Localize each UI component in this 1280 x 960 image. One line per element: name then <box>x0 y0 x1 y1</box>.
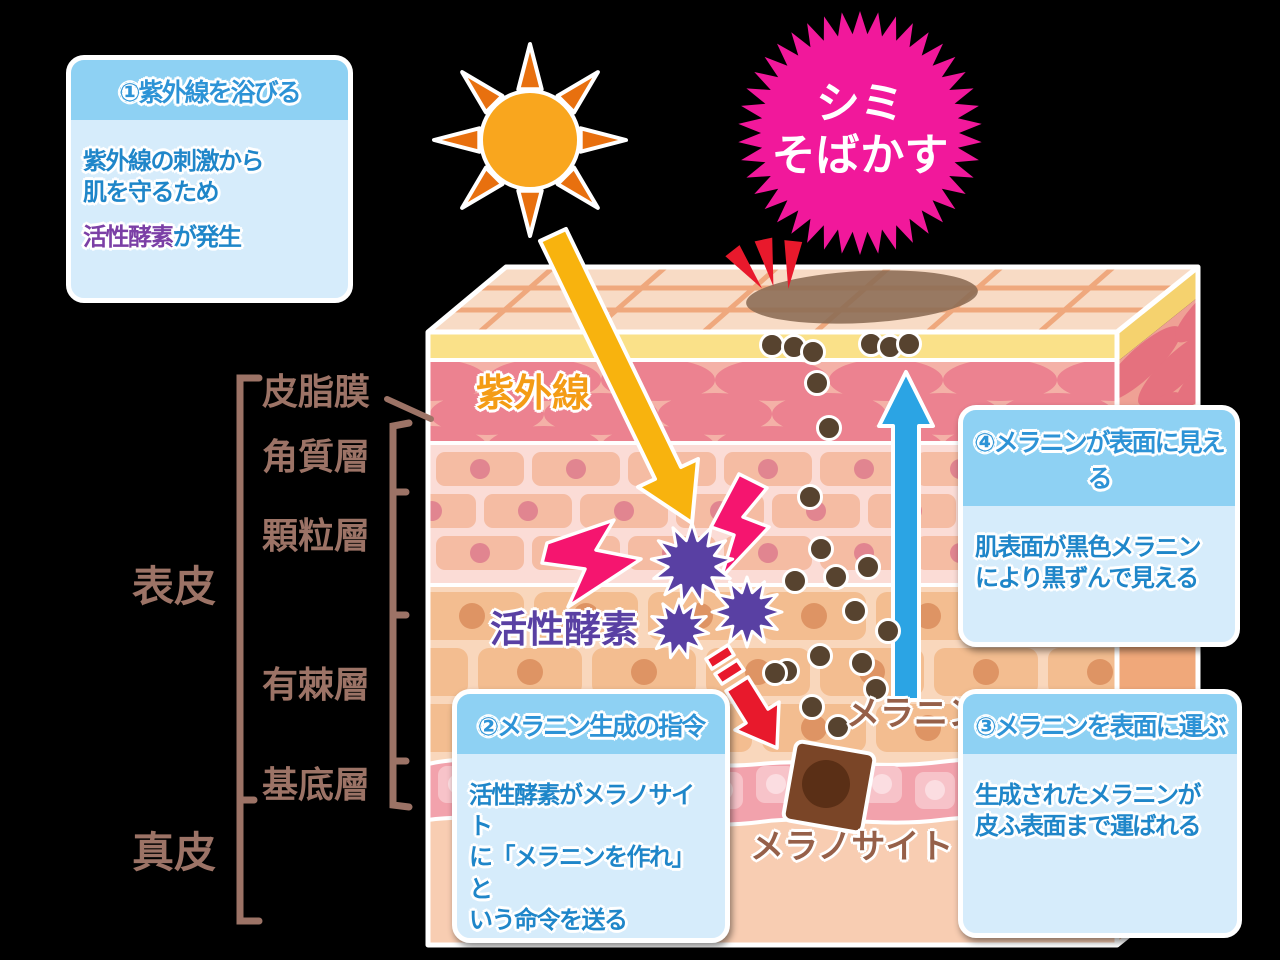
layer-label-spinous: 有棘層 <box>262 664 371 705</box>
lightning-bolt-icon <box>540 518 643 609</box>
step1-text2: 活性酵素が発生 <box>83 222 338 253</box>
step3-title: ③メラニンを表面に運ぶ <box>963 694 1237 754</box>
sun-ray <box>516 188 544 238</box>
melanin-dot <box>804 370 830 396</box>
melanocyte-label: メラノサイト <box>750 828 954 866</box>
layer-label-epidermis: 表皮 <box>132 563 217 610</box>
melanin-dot <box>842 598 868 624</box>
melanocyte-cell <box>781 739 877 835</box>
sun-ray <box>578 126 628 154</box>
step2-line1: 活性酵素がメラノサイト <box>469 782 695 841</box>
melanin-dot <box>808 536 834 562</box>
step1-text: 紫外線の刺激から 肌を守るため <box>83 146 338 208</box>
shimi-sobakasu-badge <box>738 11 982 255</box>
layer-brackets <box>236 374 434 925</box>
lightning-bolt-icon <box>709 472 771 580</box>
step2-line2: に「メラニンを作れ」と <box>469 844 696 903</box>
melanin-dot <box>762 660 788 686</box>
sebum-film-pointer <box>384 396 434 422</box>
step4-box: ④メラニンが表面に見える 肌表面が黒色メラニン により黒ずんで見える <box>958 405 1240 647</box>
melanin-dot <box>825 714 851 740</box>
lightning-bolt-icons <box>540 472 771 609</box>
melanin-transport-arrow <box>877 370 935 702</box>
step1-highlight: 活性酵素 <box>83 224 175 252</box>
melanin-dot <box>875 618 901 644</box>
badge-starburst-shape <box>738 11 982 255</box>
melanin-dot <box>849 650 875 676</box>
melanin-dot <box>855 554 881 580</box>
uv-ray-arrow <box>538 227 700 525</box>
melanin-dot <box>759 332 785 358</box>
melanin-dot <box>800 339 826 365</box>
melanin-dot <box>799 694 825 720</box>
alert-marks <box>725 237 803 289</box>
step3-text: 生成されたメラニンが 皮ふ表面まで運ばれる <box>975 780 1227 842</box>
sun-icon <box>432 42 628 238</box>
layer-label-granular: 顆粒層 <box>262 515 371 556</box>
step4-line2: により黒ずんで見える <box>975 565 1199 593</box>
badge-text: シミ そばかす <box>740 78 980 182</box>
melanin-dot <box>807 643 833 669</box>
layer-label-dermis: 真皮 <box>132 829 217 876</box>
melanin-dot <box>816 415 842 441</box>
melanin-dot <box>863 676 889 702</box>
melanin-dot <box>797 484 823 510</box>
layer-label-stratum-corneum: 角質層 <box>262 436 371 477</box>
sun-ray <box>516 42 544 92</box>
active-enzyme-burst-icon <box>647 597 711 660</box>
alert-mark-icon <box>784 240 803 289</box>
step2-box: ②メラニン生成の指令 活性酵素がメラノサイト に「メラニンを作れ」と いう命令を… <box>452 689 730 943</box>
melanin-dot <box>896 331 922 357</box>
step1-line2: 肌を守るため <box>83 179 220 207</box>
melanin-dot <box>782 568 808 594</box>
step1-line1: 紫外線の刺激から <box>83 148 265 175</box>
step2-body: 活性酵素がメラノサイト に「メラニンを作れ」と いう命令を送る <box>457 754 725 938</box>
active-enzyme-burst-icon <box>710 575 784 649</box>
active-enzyme-label: 活性酵素 <box>490 609 638 650</box>
step3-body: 生成されたメラニンが 皮ふ表面まで運ばれる <box>963 754 1237 852</box>
step2-line3: いう命令を送る <box>469 906 628 934</box>
step1-box: ①紫外線を浴びる 紫外線の刺激から 肌を守るため 活性酵素が発生 <box>66 55 353 303</box>
step1-title: ①紫外線を浴びる <box>71 60 348 120</box>
layer-label-basal: 基底層 <box>262 764 371 805</box>
melanin-dots <box>759 331 922 770</box>
melanin-dot <box>823 564 849 590</box>
step4-text: 肌表面が黒色メラニン により黒ずんで見える <box>975 532 1225 594</box>
step1-after-highlight: が発生 <box>173 224 242 252</box>
badge-line1: シミ <box>816 79 904 128</box>
command-arrow <box>704 643 781 750</box>
sun-ray <box>432 126 482 154</box>
step2-text: 活性酵素がメラノサイト に「メラニンを作れ」と いう命令を送る <box>469 780 715 936</box>
dark-spot <box>746 270 978 324</box>
step3-box: ③メラニンを表面に運ぶ 生成されたメラニンが 皮ふ表面まで運ばれる <box>958 689 1242 938</box>
layer-ticks-bracket <box>389 419 413 811</box>
layer-label-sebum-film: 皮脂膜 <box>262 371 371 412</box>
alert-mark-icon <box>754 237 774 287</box>
step1-body: 紫外線の刺激から 肌を守るため 活性酵素が発生 <box>71 120 348 264</box>
step4-body: 肌表面が黒色メラニン により黒ずんで見える <box>963 506 1235 604</box>
step4-line1: 肌表面が黒色メラニン <box>975 534 1202 561</box>
step3-line2: 皮ふ表面まで運ばれる <box>975 813 1202 841</box>
active-enzyme-burst-icon <box>649 521 735 606</box>
step2-title: ②メラニン生成の指令 <box>457 694 725 754</box>
alert-mark-icon <box>725 245 763 289</box>
uv-ray-label: 紫外線 <box>476 373 591 415</box>
active-enzyme-bursts <box>647 521 784 660</box>
step3-line1: 生成されたメラニンが <box>975 782 1202 809</box>
badge-line2: そばかす <box>771 130 949 180</box>
step4-title: ④メラニンが表面に見える <box>963 410 1235 506</box>
epidermis-dermis-bracket <box>236 374 263 925</box>
